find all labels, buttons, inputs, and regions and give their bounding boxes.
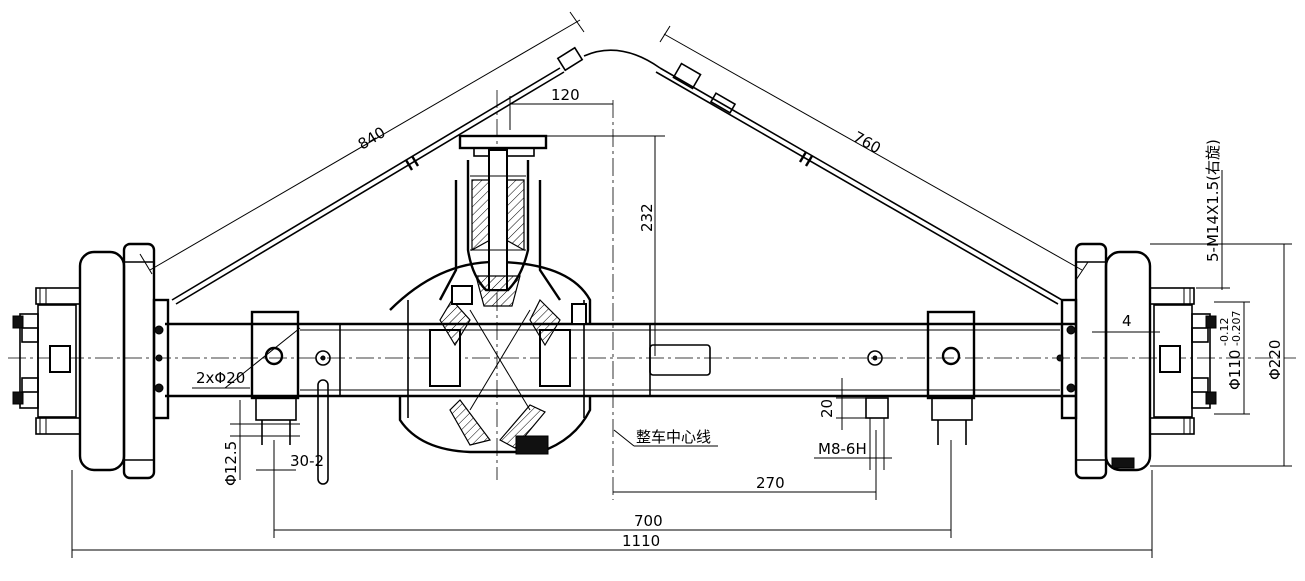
vehicle-centerline-label: 整车中心线 bbox=[636, 428, 711, 446]
right-wheel-studs bbox=[1149, 287, 1209, 435]
right-spring-seat bbox=[865, 310, 976, 445]
svg-text:-0.207: -0.207 bbox=[1230, 311, 1243, 346]
left-brake-drum bbox=[12, 242, 170, 480]
dimension-lines bbox=[71, 11, 1292, 558]
dim-m14-thread: 5-M14X1.5(右旋) bbox=[1204, 139, 1222, 262]
dim-2x20: 2xΦ20 bbox=[196, 369, 245, 387]
dim-4: 4 bbox=[1122, 312, 1132, 330]
differential-housing bbox=[389, 260, 592, 455]
left-wheel-studs bbox=[21, 287, 81, 435]
dim-1110: 1110 bbox=[622, 532, 660, 550]
right-brake-cable bbox=[655, 62, 1063, 305]
dim-700: 700 bbox=[634, 512, 663, 530]
pinion-housing bbox=[438, 134, 561, 307]
dim-232: 232 bbox=[638, 203, 656, 232]
left-spring-seat bbox=[250, 310, 331, 485]
left-brake-cable bbox=[171, 46, 661, 305]
dim-110-tolerance: Φ110 -0.12 -0.207 bbox=[1218, 311, 1244, 390]
right-brake-drum bbox=[1056, 242, 1217, 480]
dim-20: 20 bbox=[818, 399, 836, 418]
dim-30-2: 30-2 bbox=[290, 452, 324, 470]
dim-220: Φ220 bbox=[1266, 340, 1284, 380]
dim-760: 760 bbox=[850, 128, 884, 158]
dim-840: 840 bbox=[355, 123, 389, 153]
dim-270: 270 bbox=[756, 474, 785, 492]
svg-text:-0.12: -0.12 bbox=[1218, 318, 1231, 346]
axle-tube bbox=[165, 322, 1075, 398]
dim-m8: M8-6H bbox=[818, 440, 867, 458]
dim-12-5: Φ12.5 bbox=[222, 441, 240, 486]
svg-text:Φ110: Φ110 bbox=[1226, 350, 1244, 390]
dim-120: 120 bbox=[551, 86, 580, 104]
